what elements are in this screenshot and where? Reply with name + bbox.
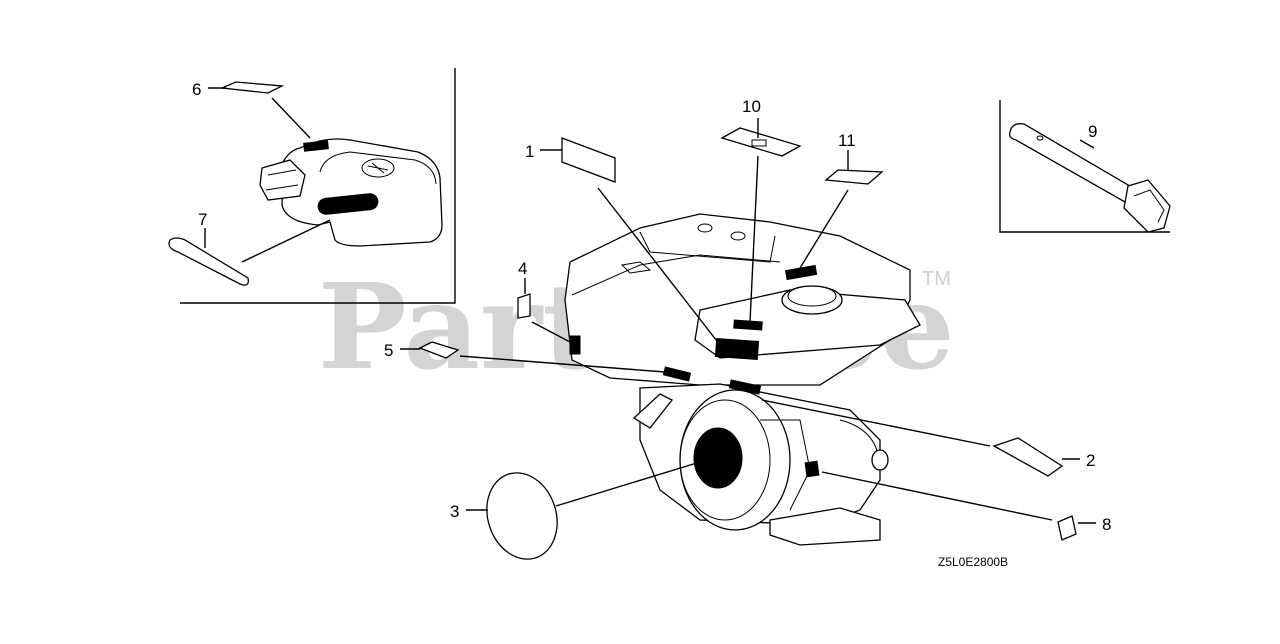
part-10: 10 [720,97,802,323]
part-9-leader [1079,139,1095,149]
part-6-shape [219,81,285,94]
part-3-shape [486,472,558,560]
part-7-leader-b [241,219,331,263]
tool-inset-frame [999,100,1170,233]
watermark-trademark: TM [922,268,951,290]
callout-4: 4 [518,259,527,278]
drawing-code: Z5L0E2800B [938,555,1008,569]
part-11-shape [824,169,884,185]
part-8-shape [1057,515,1077,541]
engine-label-2 [728,379,762,395]
part-2-leader-b [761,399,991,447]
part-6: 6 [192,80,311,139]
part-4-shape [517,293,531,319]
part-5: 5 [384,341,666,373]
engine [564,213,921,546]
fuel-cap-rim [787,285,837,307]
callout-1: 1 [525,142,534,161]
callout-10: 10 [742,97,761,116]
socket-facet [1133,189,1165,223]
part-8: 8 [821,471,1111,541]
engine-label-8 [804,460,820,478]
shroud-rib [760,419,811,511]
shaft-hole [1036,135,1044,141]
part-3-leader-b [555,461,701,507]
part-5-leader-b [459,355,666,373]
fuel-tank-seam [571,254,781,296]
part-11: 11 [799,131,884,269]
part-7: 7 [168,210,331,286]
emblem-detail [367,162,389,174]
part-2-shape [992,437,1064,477]
fuel-tank-top [639,231,776,263]
part-11-leader-b [799,189,849,269]
part-1: 1 [525,137,721,346]
part-3: 3 [450,461,701,560]
part-2: 2 [761,399,1095,477]
recoil-handle [632,393,674,429]
air-cleaner-top-label [303,140,329,152]
air-cleaner-housing [281,138,443,247]
part-1-shape [561,137,616,183]
part-6-leader-b [271,97,311,139]
part-1-leader-b [597,187,721,346]
callout-9: 9 [1088,122,1097,141]
part-4-leader-b [531,321,571,343]
engine-label-1 [714,338,760,360]
part-4: 4 [517,259,571,343]
part-9-inset: 9 [999,100,1171,233]
engine-label-5 [662,366,692,382]
elbow-ribs [265,169,299,191]
air-cleaner-inset [180,68,456,304]
part-7-shape [168,237,249,286]
inset-frame [180,68,456,304]
tank-emblem [620,261,652,274]
part-10-leader-b [749,155,759,323]
recoil-starter-label [693,427,743,489]
part-5-shape [418,341,460,359]
tank-hole-b [730,231,746,241]
callout-6: 6 [192,80,201,99]
part-8-leader-b [821,471,1053,521]
callout-8: 8 [1102,515,1111,534]
callout-7: 7 [198,210,207,229]
recoil-starter-ring [679,399,771,521]
callout-2: 2 [1086,451,1095,470]
part-10-shape [720,127,802,157]
engine-boss [871,449,889,471]
engine-label-10 [733,319,763,331]
fuel-cap [781,285,843,315]
callout-11: 11 [838,131,856,150]
engine-base [769,507,881,546]
air-cleaner-cover-edge [319,151,437,185]
air-cleaner-emblem [361,158,395,178]
callout-3: 3 [450,502,459,521]
air-cleaner-side-label [317,193,379,215]
box-wrench-socket [1123,179,1171,233]
callout-5: 5 [384,341,393,360]
tank-hole-a [697,223,713,233]
box-wrench-shaft [1008,123,1141,207]
part-10-window [751,139,767,147]
engine-label-4 [569,335,581,355]
